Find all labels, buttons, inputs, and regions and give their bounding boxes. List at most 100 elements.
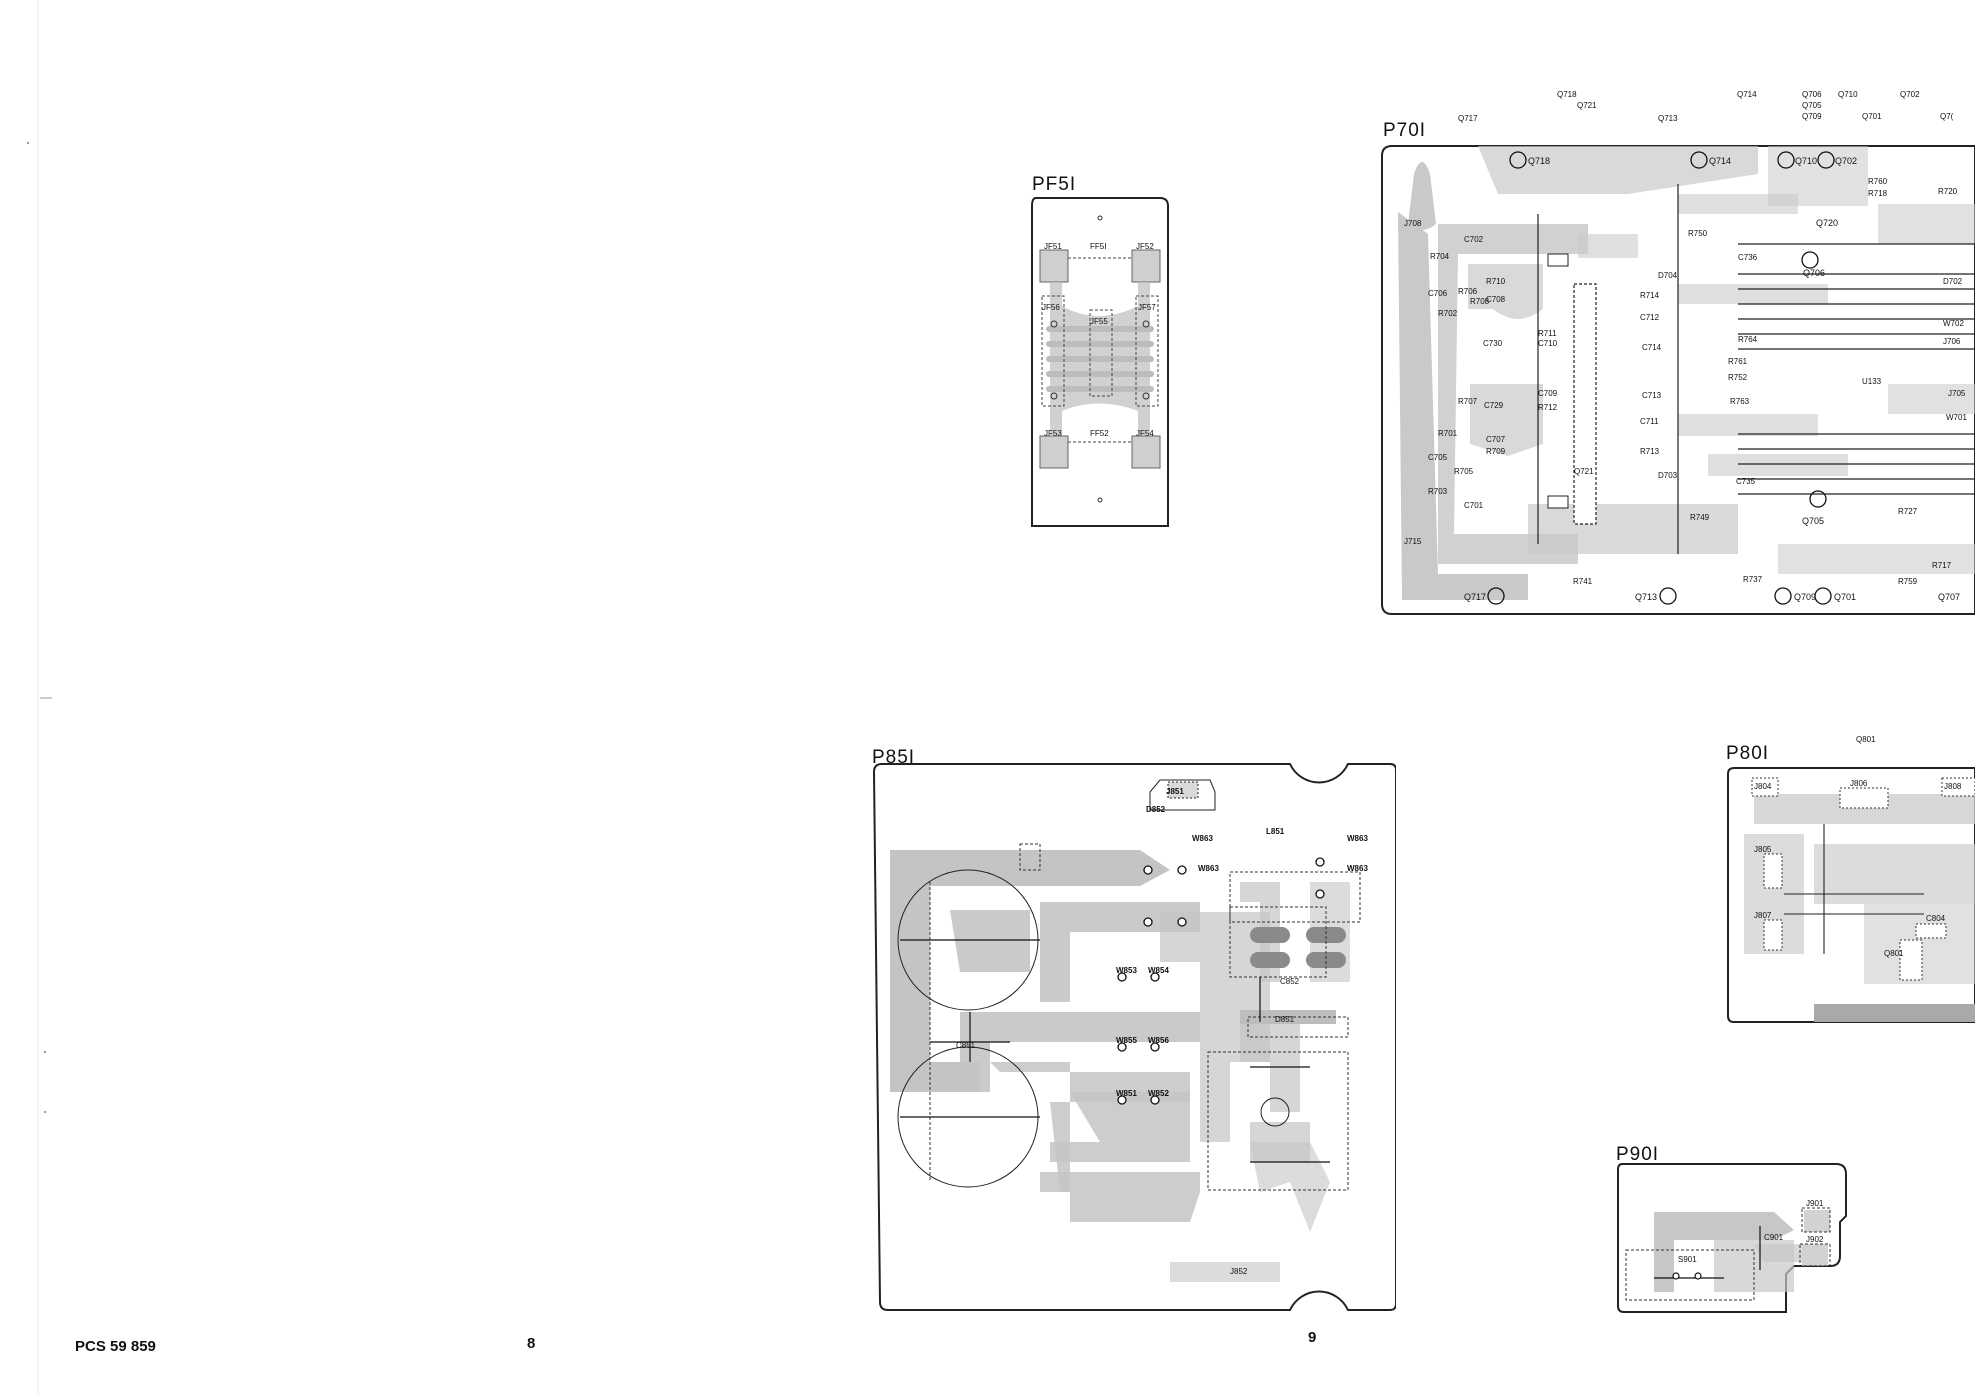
p701-label: Q701 bbox=[1834, 592, 1856, 602]
p701-label: R737 bbox=[1743, 575, 1763, 584]
p701-label: C702 bbox=[1464, 235, 1484, 244]
pf51-label: JF53 bbox=[1044, 429, 1062, 438]
p851-label: W851 bbox=[1116, 1089, 1137, 1098]
p701-label: R741 bbox=[1573, 577, 1593, 586]
p701-label: R708 bbox=[1470, 297, 1490, 306]
p901-label: J901 bbox=[1806, 1199, 1824, 1208]
p701-top-label: Q709 bbox=[1802, 112, 1822, 121]
board-title-p901: P90I bbox=[1616, 1144, 1660, 1165]
p701-label: C714 bbox=[1642, 343, 1662, 352]
p801-top-label: Q801 bbox=[1856, 735, 1876, 744]
p701-label: R712 bbox=[1538, 403, 1558, 412]
p701-label: R705 bbox=[1454, 467, 1474, 476]
p701-label: C713 bbox=[1642, 391, 1662, 400]
p701-label: J715 bbox=[1404, 537, 1422, 546]
p701-label: C735 bbox=[1736, 477, 1756, 486]
p701-label: C729 bbox=[1484, 401, 1504, 410]
p701-label: R704 bbox=[1430, 252, 1450, 261]
p701-label: R750 bbox=[1688, 229, 1708, 238]
p851-label: W855 bbox=[1116, 1036, 1137, 1045]
p701-label: R701 bbox=[1438, 429, 1458, 438]
pf51-label: JF51 bbox=[1044, 242, 1062, 251]
pf51-label: JF52 bbox=[1136, 242, 1154, 251]
board-title-p701: P70I bbox=[1383, 120, 1427, 141]
p701-label: C712 bbox=[1640, 313, 1660, 322]
p801-label: J805 bbox=[1754, 845, 1772, 854]
p701-label: Q710 bbox=[1795, 156, 1817, 166]
p701-top-label: Q706 bbox=[1802, 90, 1822, 99]
p701-label: C711 bbox=[1640, 417, 1659, 426]
p701-label: W701 bbox=[1946, 413, 1967, 422]
p701-label: Q702 bbox=[1835, 156, 1857, 166]
p701-label: C705 bbox=[1428, 453, 1448, 462]
p701-top-label: Q714 bbox=[1737, 90, 1757, 99]
board-title-pf51: PF5I bbox=[1032, 174, 1077, 195]
p701-top-label: Q721 bbox=[1577, 101, 1597, 110]
p851-label: W856 bbox=[1148, 1036, 1169, 1045]
p851-label: C852 bbox=[1280, 977, 1300, 986]
board-p801: Q801 J804 J806 J808 J805 J807 C804 Q801 bbox=[1727, 735, 1975, 1023]
p701-label: R702 bbox=[1438, 309, 1458, 318]
p701-label: C706 bbox=[1428, 289, 1448, 298]
p701-label: R727 bbox=[1898, 507, 1918, 516]
p701-label: Q707 bbox=[1938, 592, 1960, 602]
p701-label: J705 bbox=[1948, 389, 1966, 398]
p701-top-label: Q7( bbox=[1940, 112, 1954, 121]
p701-label: R718 bbox=[1868, 189, 1888, 198]
p701-top-label: Q710 bbox=[1838, 90, 1858, 99]
board-title-p851: P85I bbox=[872, 747, 916, 768]
p801-label: Q801 bbox=[1884, 949, 1904, 958]
p801-label: J806 bbox=[1850, 779, 1868, 788]
p901-label: C901 bbox=[1764, 1233, 1784, 1242]
p701-top-label: Q718 bbox=[1557, 90, 1577, 99]
p851-label: L851 bbox=[1266, 827, 1285, 836]
p701-label: C707 bbox=[1486, 435, 1506, 444]
p701-label: Q709 bbox=[1794, 592, 1816, 602]
p701-label: R764 bbox=[1738, 335, 1758, 344]
p851-label: D851 bbox=[1275, 1015, 1295, 1024]
p801-label: J807 bbox=[1754, 911, 1772, 920]
p701-top-label: Q701 bbox=[1862, 112, 1882, 121]
page-number-right: 9 bbox=[1308, 1329, 1317, 1346]
p851-label: C851 bbox=[956, 1041, 976, 1050]
p701-label: R706 bbox=[1458, 287, 1478, 296]
p851-label: W853 bbox=[1116, 966, 1137, 975]
p701-label: R717 bbox=[1932, 561, 1952, 570]
p701-label: J706 bbox=[1943, 337, 1961, 346]
p701-label: U133 bbox=[1862, 377, 1882, 386]
p701-label: C701 bbox=[1464, 501, 1484, 510]
p701-label: R714 bbox=[1640, 291, 1660, 300]
p701-top-label: Q705 bbox=[1802, 101, 1822, 110]
p801-label: J808 bbox=[1944, 782, 1962, 791]
p901-label: S901 bbox=[1678, 1255, 1697, 1264]
pf51-label: FF52 bbox=[1090, 429, 1109, 438]
p851-label: W863 bbox=[1198, 864, 1219, 873]
p701-label: C736 bbox=[1738, 253, 1758, 262]
p701-label: C708 bbox=[1486, 295, 1506, 304]
p701-top-label: Q717 bbox=[1458, 114, 1478, 123]
p701-label: Q714 bbox=[1709, 156, 1731, 166]
p801-label: C804 bbox=[1926, 914, 1946, 923]
p701-label: Q705 bbox=[1802, 516, 1824, 526]
p851-label: J852 bbox=[1230, 1267, 1248, 1276]
p901-label: J902 bbox=[1806, 1235, 1824, 1244]
pf51-label: JF56 bbox=[1042, 303, 1060, 312]
p701-top-label: Q713 bbox=[1658, 114, 1678, 123]
left-margin-marks bbox=[27, 0, 52, 1394]
p851-label: W863 bbox=[1347, 864, 1368, 873]
p701-label: Q717 bbox=[1464, 592, 1486, 602]
p701-label: R720 bbox=[1938, 187, 1958, 196]
p701-label: R763 bbox=[1730, 397, 1750, 406]
p701-label: R760 bbox=[1868, 177, 1888, 186]
p701-label: R761 bbox=[1728, 357, 1748, 366]
page-number-left: 8 bbox=[527, 1335, 536, 1352]
p701-label: R759 bbox=[1898, 577, 1918, 586]
document-code: PCS 59 859 bbox=[75, 1338, 156, 1355]
board-p901: J901 C901 S901 J902 bbox=[1617, 1163, 1847, 1313]
board-title-p801: P80I bbox=[1726, 743, 1770, 764]
p701-label: D704 bbox=[1658, 271, 1678, 280]
p701-label: Q720 bbox=[1816, 218, 1838, 228]
p701-label: Q718 bbox=[1528, 156, 1550, 166]
pf51-label: JF54 bbox=[1136, 429, 1154, 438]
p701-label: R710 bbox=[1486, 277, 1506, 286]
